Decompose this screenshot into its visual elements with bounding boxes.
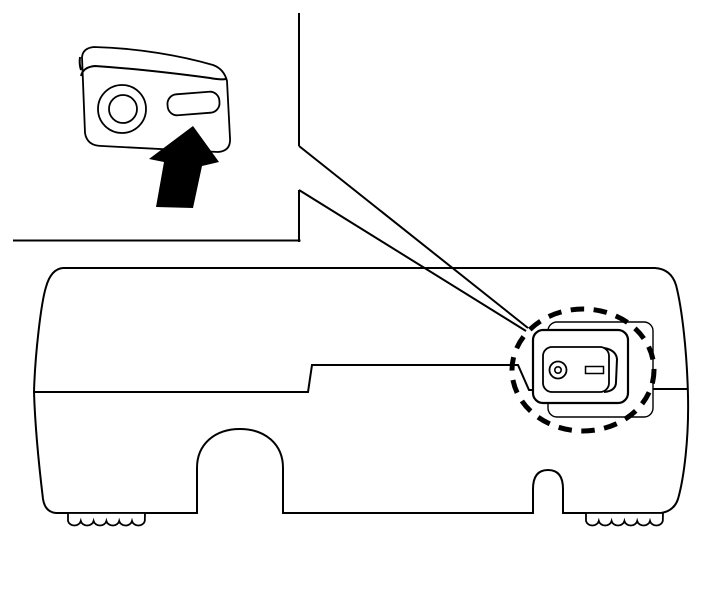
panel-seam-left [34, 364, 534, 393]
rocker-edge [603, 347, 619, 393]
closeup-indicator-slot [166, 90, 221, 117]
highlight-dashed-ellipse [509, 306, 657, 434]
right-foot [585, 512, 664, 527]
on-bar-symbol [584, 365, 605, 375]
leader-line-lower [298, 189, 527, 332]
closeup-plate-front-rim [80, 64, 227, 81]
closeup-power-button-inner [108, 94, 138, 124]
leader-line-upper [298, 145, 529, 329]
rocker-switch [542, 346, 610, 393]
left-foot [67, 512, 146, 527]
pointer-arrow-icon [149, 126, 219, 208]
closeup-plate-back-edge [78, 56, 82, 71]
off-circle-symbol-inner [553, 365, 562, 374]
